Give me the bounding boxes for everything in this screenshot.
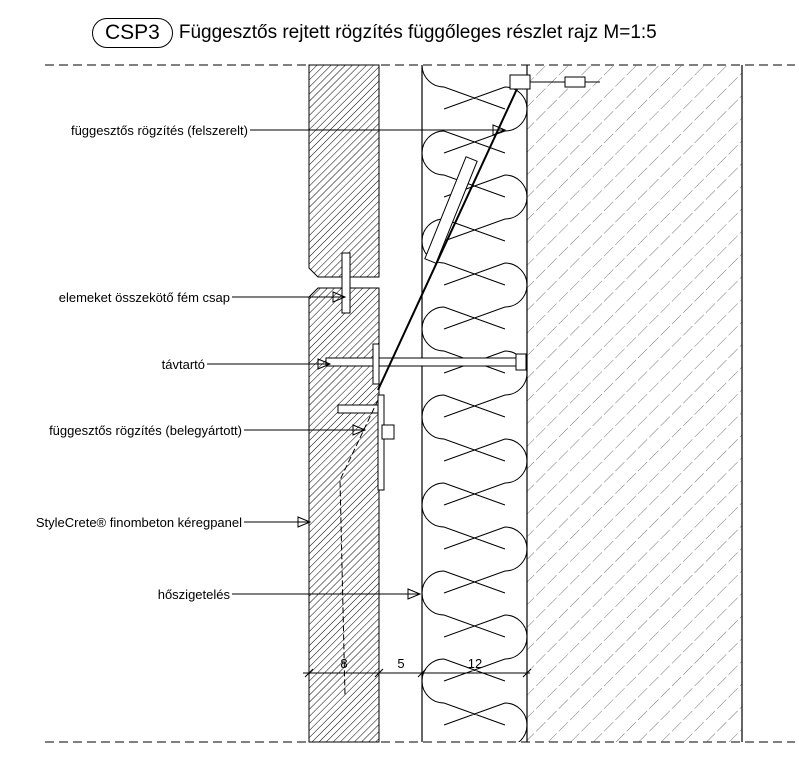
embedded-anchor (377, 394, 385, 491)
label-hanger-installed: függesztős rögzítés (felszerelt) (71, 123, 248, 138)
label-hanger-embedded: függesztős rögzítés (belegyártott) (49, 423, 242, 438)
label-connecting-pin: elemeket összekötő fém csap (59, 290, 230, 305)
dimension-gap: 5 (397, 656, 404, 671)
leader-lines (207, 124, 507, 600)
spacer (325, 357, 523, 367)
concrete-panel-lower (308, 287, 380, 743)
label-concrete-panel: StyleCrete® finombeton kéregpanel (36, 515, 242, 530)
turnbuckle (424, 156, 478, 264)
masonry-wall (527, 65, 742, 742)
drawing-title: CSP3 Függesztős rejtett rögzítés függőle… (92, 18, 657, 48)
insulation-layer (422, 65, 527, 742)
label-insulation: hőszigetelés (158, 587, 231, 602)
drawing-title-text: Függesztős rejtett rögzítés függőleges r… (178, 22, 657, 43)
connecting-pin (341, 252, 351, 314)
insulation-pattern (422, 65, 527, 742)
dimension-line (303, 668, 532, 678)
concrete-panel-upper (308, 64, 380, 278)
label-spacer: távtartó (162, 357, 205, 372)
drawing-code-badge: CSP3 (92, 18, 173, 48)
dimension-insulation: 12 (468, 656, 482, 671)
dimension-panel: 8 (340, 656, 347, 671)
hanger-rod (377, 77, 523, 391)
